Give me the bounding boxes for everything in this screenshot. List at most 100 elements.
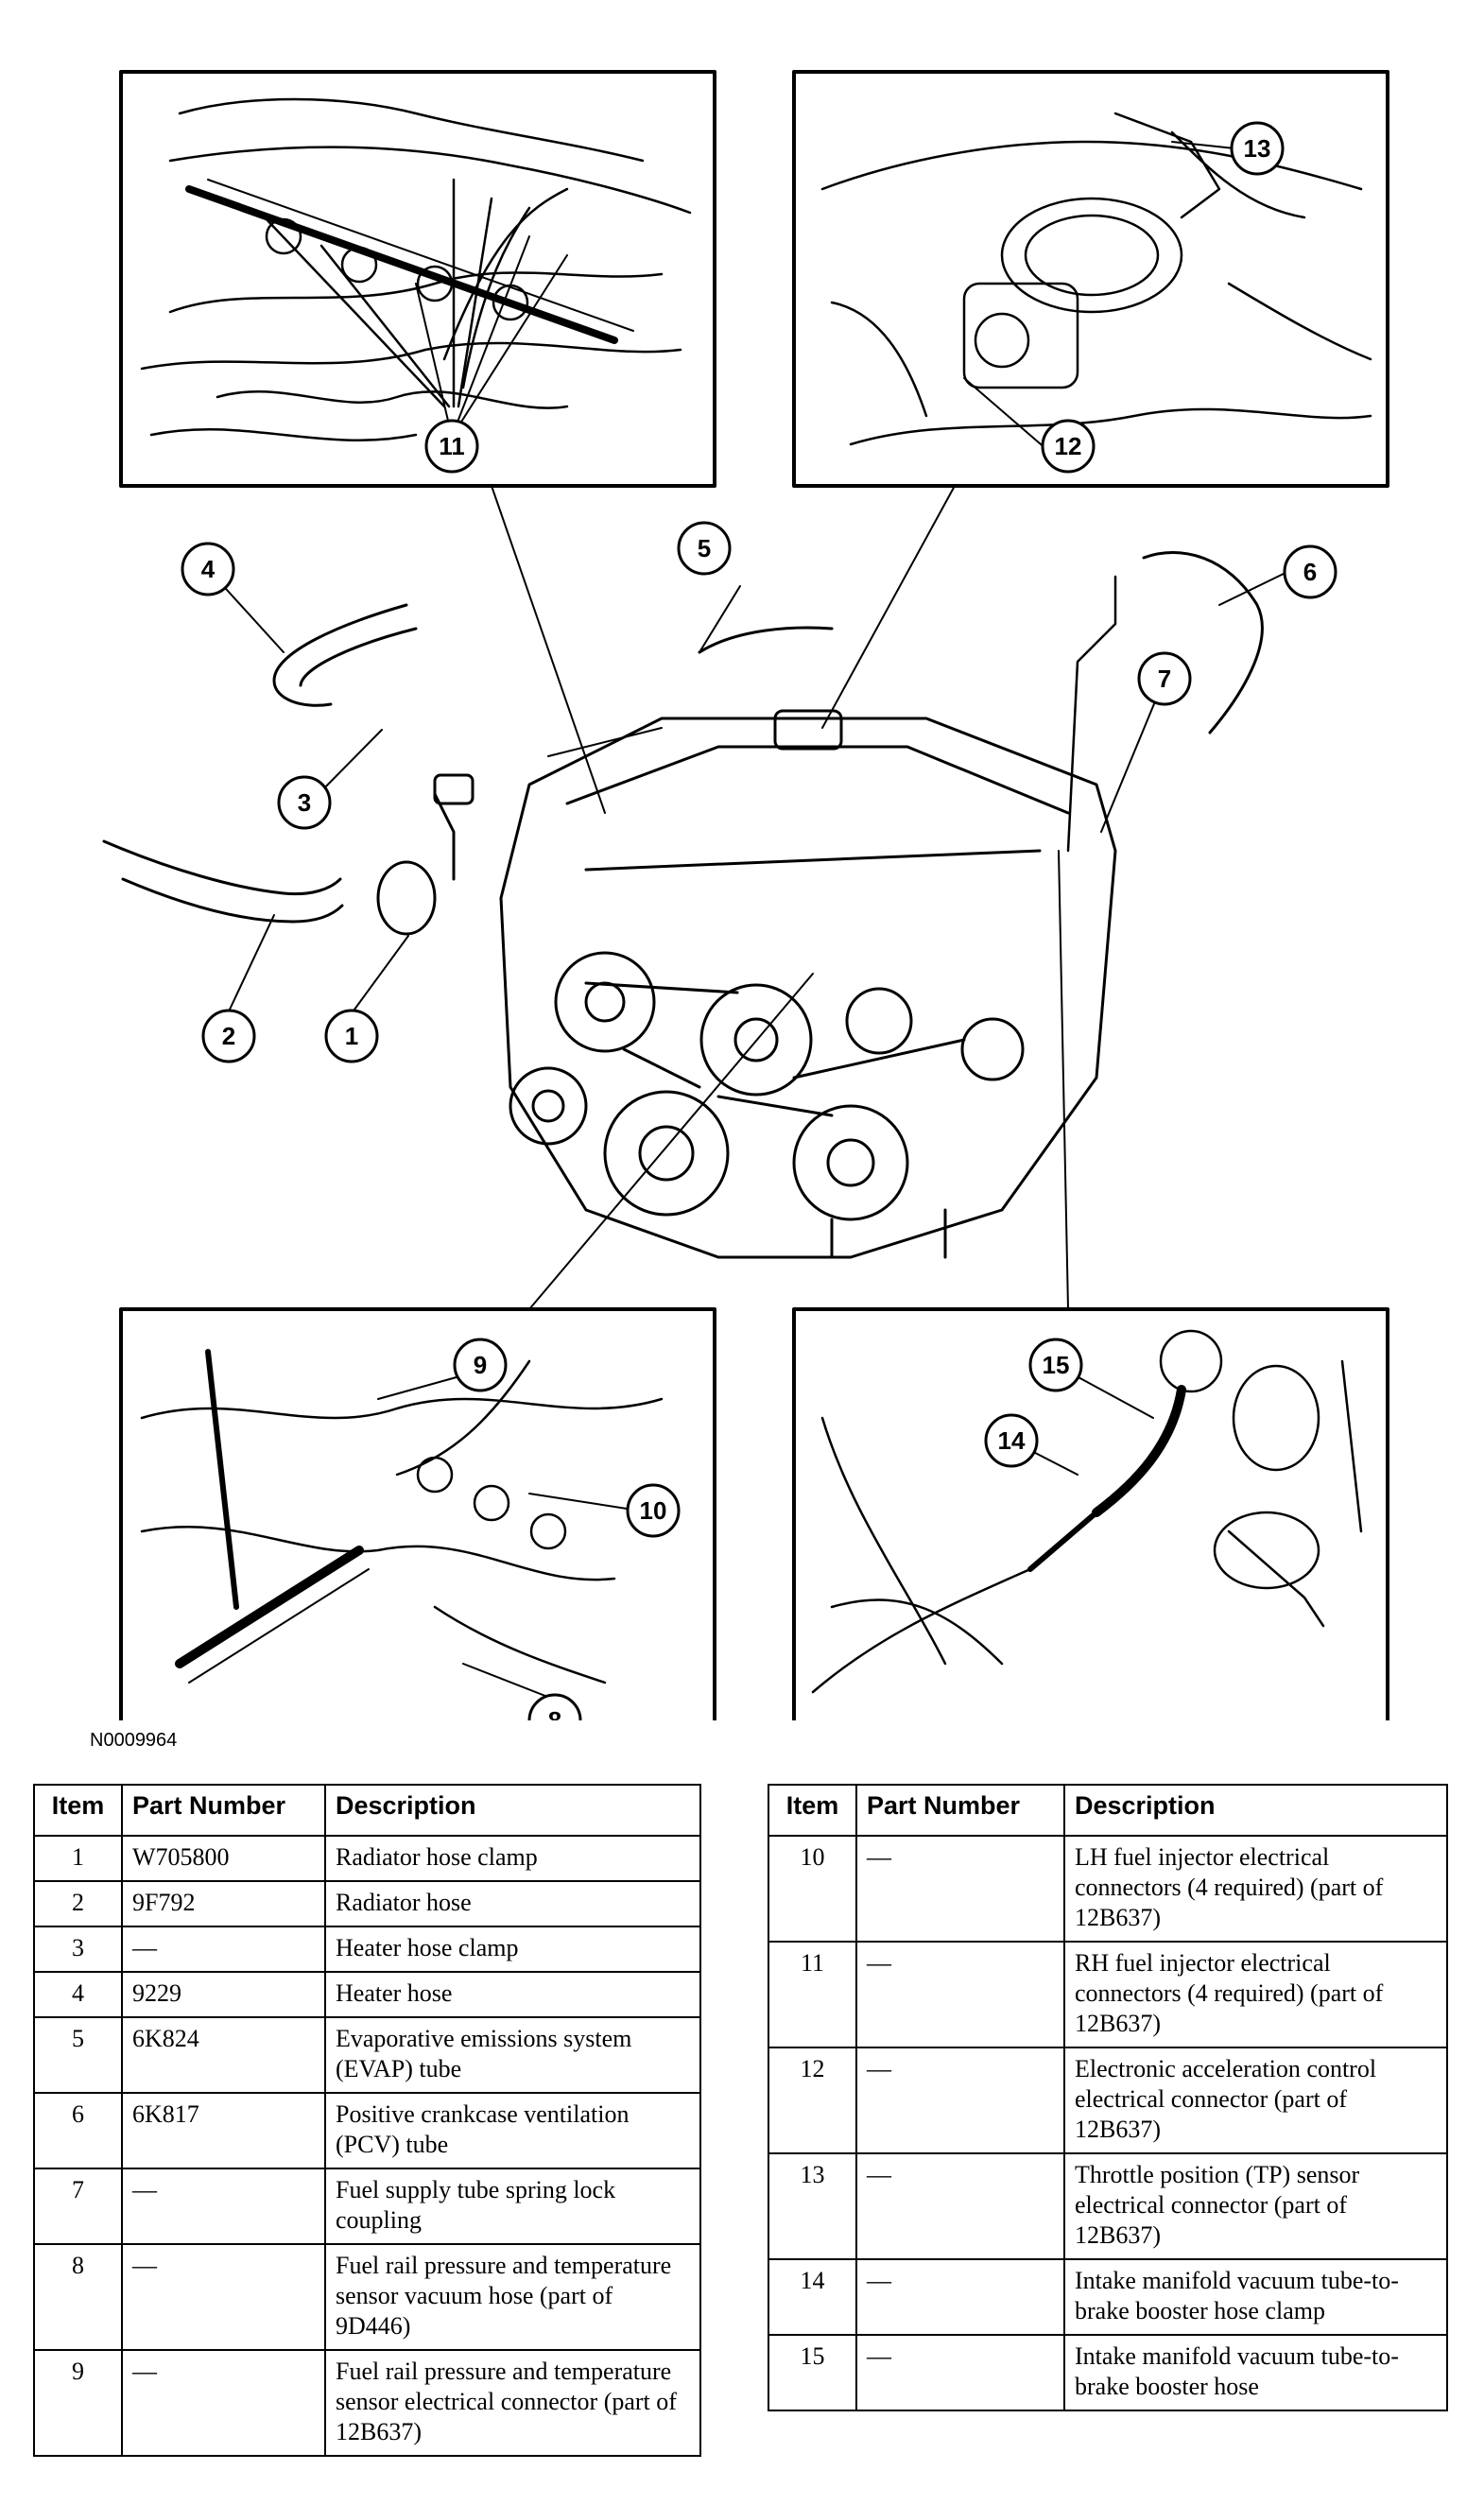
table-row: 8—Fuel rail pressure and temperature sen…: [33, 2243, 701, 2351]
callout-8: 8: [548, 1706, 561, 1720]
cell-part-number: —: [855, 2152, 1065, 2260]
cell-item: 7: [33, 2168, 123, 2245]
radiator-hose-clamp: [376, 860, 437, 936]
cell-item: 5: [33, 2016, 123, 2094]
table-row: 9—Fuel rail pressure and temperature sen…: [33, 2349, 701, 2457]
table-row: 13—Throttle position (TP) sensor electri…: [768, 2152, 1448, 2260]
cell-description: Intake manifold vacuum tube-to-brake boo…: [1063, 2258, 1448, 2336]
inset-lh-injectors: [119, 1307, 716, 1720]
callout-circles: [181, 121, 1337, 1720]
callout-11: 11: [439, 432, 465, 460]
table-row: 10—LH fuel injector electrical connector…: [768, 1835, 1448, 1943]
cell-item: 3: [33, 1926, 123, 1973]
cell-item: 12: [768, 2047, 857, 2154]
cell-description: Electronic acceleration control electric…: [1063, 2047, 1448, 2154]
cell-description: Radiator hose: [324, 1880, 701, 1927]
cell-part-number: —: [121, 2168, 326, 2245]
callout-15: 15: [1043, 1351, 1070, 1379]
figure-id: N0009964: [90, 1730, 178, 1751]
cell-part-number: W705800: [121, 1835, 326, 1882]
col-header-item: Item: [33, 1784, 123, 1837]
callout-5: 5: [698, 534, 711, 562]
cell-item: 10: [768, 1835, 857, 1943]
table-row: 11—RH fuel injector electrical connector…: [768, 1941, 1448, 2048]
inset-brake-booster: [792, 1307, 1389, 1720]
cell-part-number: 6K817: [121, 2092, 326, 2169]
cell-description: Fuel rail pressure and temperature senso…: [324, 2349, 701, 2457]
col-header-part-number: Part Number: [121, 1784, 326, 1837]
heater-hose: [272, 603, 418, 707]
callout-4: 4: [201, 555, 216, 583]
cell-item: 9: [33, 2349, 123, 2457]
cell-part-number: 9F792: [121, 1880, 326, 1927]
callout-10: 10: [640, 1496, 667, 1525]
cell-item: 15: [768, 2334, 857, 2411]
cell-description: Throttle position (TP) sensor electrical…: [1063, 2152, 1448, 2260]
cell-part-number: 9229: [121, 1971, 326, 2018]
col-header-item: Item: [768, 1784, 857, 1837]
engine-assembly-sketch: [433, 709, 1117, 1259]
cell-description: Intake manifold vacuum tube-to-brake boo…: [1063, 2334, 1448, 2411]
callout-1: 1: [345, 1022, 358, 1050]
callout-14: 14: [998, 1426, 1026, 1455]
cell-item: 8: [33, 2243, 123, 2351]
cell-description: Heater hose: [324, 1971, 701, 2018]
inset-rh-injectors: [119, 70, 716, 488]
inset-brake-booster-sketch: [811, 1329, 1363, 1694]
table-header-row: Item Part Number Description: [33, 1784, 701, 1837]
cell-description: Fuel supply tube spring lock coupling: [324, 2168, 701, 2245]
cell-part-number: 6K824: [121, 2016, 326, 2094]
col-header-description: Description: [324, 1784, 701, 1837]
cell-description: Fuel rail pressure and temperature senso…: [324, 2243, 701, 2351]
inset-rh-injectors-sketch: [140, 97, 692, 442]
cell-description: Evaporative emissions system (EVAP) tube: [324, 2016, 701, 2094]
cell-item: 13: [768, 2152, 857, 2260]
col-header-description: Description: [1063, 1784, 1448, 1837]
inset-throttle-body-sketch: [820, 112, 1372, 446]
cell-part-number: —: [855, 1941, 1065, 2048]
evap-tube: [698, 626, 834, 654]
callout-12: 12: [1055, 432, 1082, 460]
cell-description: Radiator hose clamp: [324, 1835, 701, 1882]
cell-item: 11: [768, 1941, 857, 2048]
table-row: 15—Intake manifold vacuum tube-to-brake …: [768, 2334, 1448, 2411]
cell-item: 1: [33, 1835, 123, 1882]
col-header-part-number: Part Number: [855, 1784, 1065, 1837]
table-header-row: Item Part Number Description: [768, 1784, 1448, 1837]
cell-description: Positive crankcase ventilation (PCV) tub…: [324, 2092, 701, 2169]
cell-part-number: —: [121, 2349, 326, 2457]
cell-description: Heater hose clamp: [324, 1926, 701, 1973]
table-row: 12—Electronic acceleration control elect…: [768, 2047, 1448, 2154]
callout-6: 6: [1303, 558, 1317, 586]
parts-table-right: Item Part Number Description 10—LH fuel …: [768, 1784, 1448, 2411]
cell-part-number: —: [855, 2334, 1065, 2411]
callout-9: 9: [474, 1351, 487, 1379]
cell-part-number: —: [855, 2047, 1065, 2154]
cell-item: 4: [33, 1971, 123, 2018]
cell-item: 6: [33, 2092, 123, 2169]
cell-item: 2: [33, 1880, 123, 1927]
cell-part-number: —: [121, 2243, 326, 2351]
cell-description: RH fuel injector electrical connectors (…: [1063, 1941, 1448, 2048]
table-row: 14—Intake manifold vacuum tube-to-brake …: [768, 2258, 1448, 2336]
callout-2: 2: [222, 1022, 235, 1050]
callout-13: 13: [1244, 134, 1271, 163]
parts-table-right-body: 10—LH fuel injector electrical connector…: [768, 1835, 1448, 2411]
inset-throttle-body: [792, 70, 1389, 488]
callout-3: 3: [298, 788, 311, 817]
cell-part-number: —: [855, 2258, 1065, 2336]
cell-item: 14: [768, 2258, 857, 2336]
engine-diagram: 1 2 3 4 5 6 7 8 9 10 11 12 13 14 15: [102, 70, 1389, 1720]
leader-lines: [207, 141, 1288, 1701]
cell-part-number: —: [121, 1926, 326, 1973]
inset-lh-injectors-sketch: [140, 1349, 664, 1684]
callout-7: 7: [1158, 665, 1171, 693]
pcv-tube: [1142, 550, 1264, 734]
